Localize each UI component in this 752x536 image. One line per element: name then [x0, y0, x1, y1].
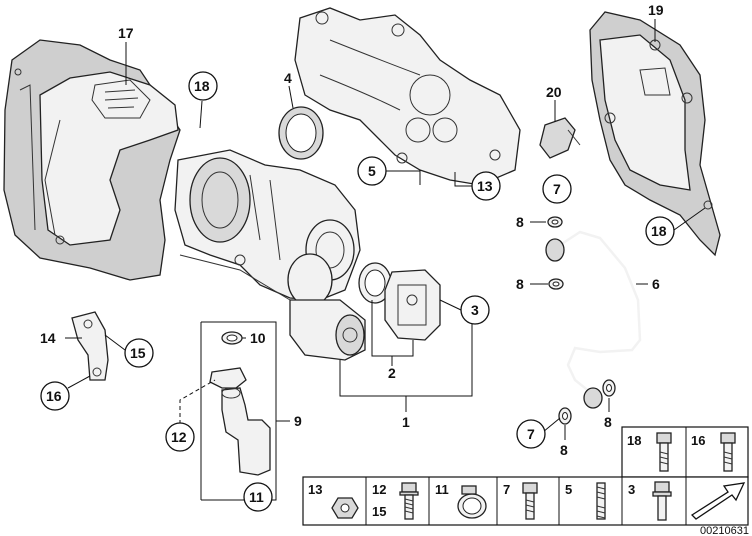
oil-line-6[interactable]: [545, 230, 642, 409]
hose-clamp-icon: [457, 485, 487, 519]
callout-6: 6: [652, 276, 660, 292]
oil-return-pipe[interactable]: [209, 367, 271, 476]
bracket-20[interactable]: [539, 117, 581, 159]
callout-12: 12: [171, 429, 187, 445]
callout-circle-3: [460, 295, 490, 325]
callout-7-top: 7: [553, 181, 561, 197]
document-number: 00210631: [700, 525, 749, 536]
callout-5: 5: [368, 163, 376, 179]
callout-8-d: 8: [604, 414, 612, 430]
hex-nut-icon: [331, 497, 359, 519]
heat-shield-19[interactable]: [589, 11, 721, 257]
callout-15: 15: [130, 345, 146, 361]
callout-14: 14: [40, 330, 56, 346]
callout-circle-16: [40, 381, 70, 411]
callout-circle-11: [243, 482, 273, 512]
washer-8-low-right[interactable]: [602, 379, 616, 397]
hollow-bolt-icon: [522, 482, 538, 520]
callout-circle-18-right: [645, 216, 675, 246]
callout-circle-15: [124, 338, 154, 368]
callout-circle-12: [165, 422, 195, 452]
legend-label-16: 16: [691, 433, 705, 448]
legend-label-18: 18: [627, 433, 641, 448]
flange-bolt-icon: [399, 482, 419, 520]
wastegate-actuator[interactable]: [384, 269, 441, 341]
legend-label-12: 12: [372, 482, 386, 497]
callout-3: 3: [471, 302, 479, 318]
callout-18-top: 18: [194, 78, 210, 94]
washer-8-mid[interactable]: [548, 278, 564, 290]
bolt-18-icon: [656, 432, 672, 472]
callout-13: 13: [477, 178, 493, 194]
callout-4: 4: [284, 70, 292, 86]
callout-11: 11: [249, 489, 264, 505]
callout-circle-7-top: [542, 174, 572, 204]
bracket-14[interactable]: [71, 311, 109, 381]
callout-8-c: 8: [560, 442, 568, 458]
washer-8-top[interactable]: [547, 216, 563, 228]
callout-2: 2: [388, 365, 396, 381]
heat-shield-17[interactable]: [3, 39, 181, 281]
callouts: 17 18 4 5 13 19 20 7 8 8 18 6 3 10 14 15…: [40, 2, 675, 512]
callout-10: 10: [250, 330, 266, 346]
legend-label-15: 15: [372, 504, 386, 519]
direction-arrow-icon: [690, 482, 746, 520]
collar-bolt-icon: [652, 481, 672, 521]
callout-circle-13: [471, 171, 501, 201]
fastener-legend: 13 12 15 11 7 5 3 18 16: [302, 426, 749, 526]
legend-label-3: 3: [628, 482, 635, 497]
callout-8-b: 8: [516, 276, 524, 292]
turbocharger[interactable]: [174, 149, 366, 361]
callout-circle-5: [357, 156, 387, 186]
exhaust-manifold[interactable]: [294, 7, 521, 186]
gasket-4[interactable]: [278, 106, 324, 160]
callout-1: 1: [402, 414, 410, 430]
callout-9: 9: [294, 413, 302, 429]
stud-bolt-icon: [596, 482, 606, 520]
callout-circle-18-top: [188, 71, 218, 101]
callout-18-right: 18: [651, 223, 667, 239]
legend-label-11: 11: [435, 482, 449, 497]
callout-16: 16: [46, 388, 62, 404]
callout-17: 17: [118, 25, 134, 41]
callout-8-a: 8: [516, 214, 524, 230]
callout-19: 19: [648, 2, 664, 18]
callout-7-bottom: 7: [527, 426, 535, 442]
seal-ring-10[interactable]: [221, 331, 243, 345]
bolt-16-icon: [720, 432, 736, 472]
legend-label-5: 5: [565, 482, 572, 497]
legend-label-7: 7: [503, 482, 510, 497]
washer-8-low-left[interactable]: [558, 407, 572, 425]
callout-20: 20: [546, 84, 562, 100]
gasket-ring[interactable]: [358, 262, 392, 304]
legend-label-13: 13: [308, 482, 322, 497]
callout-circle-7-bottom: [516, 419, 546, 449]
leader-lines: [65, 19, 706, 501]
